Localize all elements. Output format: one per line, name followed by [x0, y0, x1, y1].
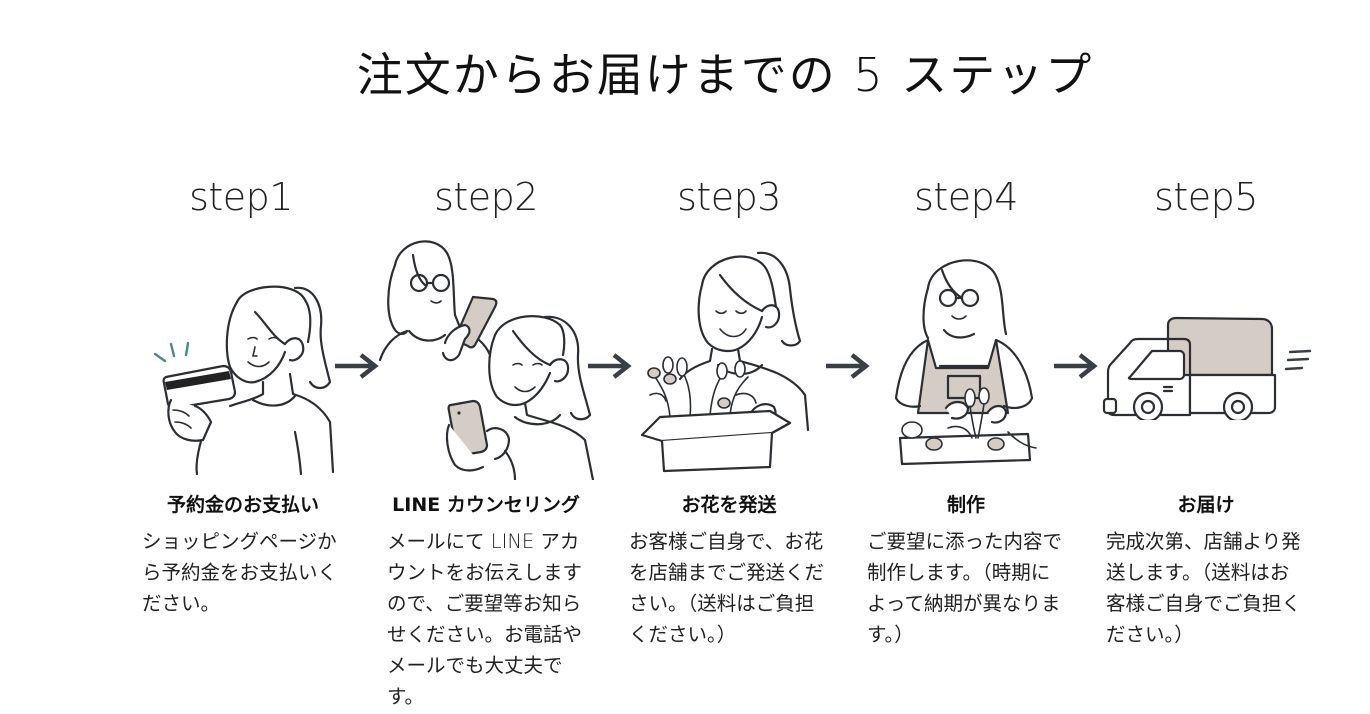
- flowers-icon: [647, 356, 757, 418]
- step1-description: ショッピングページから予約金をお支払いください。: [142, 530, 338, 615]
- woman-holding-credit-card-illustration: [153, 285, 335, 476]
- step2-description: メールにて LINE アカウントをお伝えしますので、ご要望等お知らせください。お…: [387, 530, 583, 708]
- arrow-right-icon: [335, 353, 379, 379]
- step4-title: 制作: [946, 494, 985, 516]
- step2-title: LINE カウンセリング: [392, 494, 580, 516]
- page-title: 注文からお届けまでの 5 ステップ: [356, 47, 1094, 102]
- glasses-icon: [938, 288, 980, 308]
- glasses-icon: [409, 273, 451, 293]
- step2-label: step2: [434, 175, 538, 219]
- delivery-truck-illustration: [1102, 316, 1312, 420]
- credit-card-icon: [162, 364, 237, 410]
- delivery-truck-icon: [1102, 316, 1277, 420]
- step5-title: お届け: [1177, 494, 1235, 516]
- arrow-right-icon: [588, 353, 632, 379]
- woman-packing-flowers-in-box-illustration: [640, 251, 810, 473]
- two-women-using-smartphones-illustration: [378, 240, 595, 480]
- step3-description: お客様ご自身で、お花を店舗までご発送ください。（送料はご負担ください。）: [629, 530, 825, 646]
- arrow-right-icon: [826, 353, 870, 379]
- step4-description: ご要望に添った内容で制作します。（時期によって納期が異なります。）: [867, 530, 1063, 646]
- step3-label: step3: [677, 175, 781, 219]
- step3-title: お花を発送: [681, 494, 777, 516]
- cardboard-box-icon: [640, 409, 792, 473]
- flower-arrangement-icon: [898, 387, 1037, 466]
- step1-label: step1: [189, 175, 293, 219]
- arrow-right-icon: [1054, 353, 1098, 379]
- step4-label: step4: [914, 175, 1018, 219]
- step1-title: 予約金のお支払い: [166, 494, 319, 516]
- step5-description: 完成次第、店舗より発送します。（送料はお客様ご自身でご負担ください。）: [1106, 530, 1302, 646]
- sparkle-icon: [153, 341, 190, 363]
- step5-label: step5: [1154, 175, 1258, 219]
- speed-lines-icon: [1284, 349, 1312, 371]
- florist-arranging-flowers-illustration: [894, 259, 1037, 466]
